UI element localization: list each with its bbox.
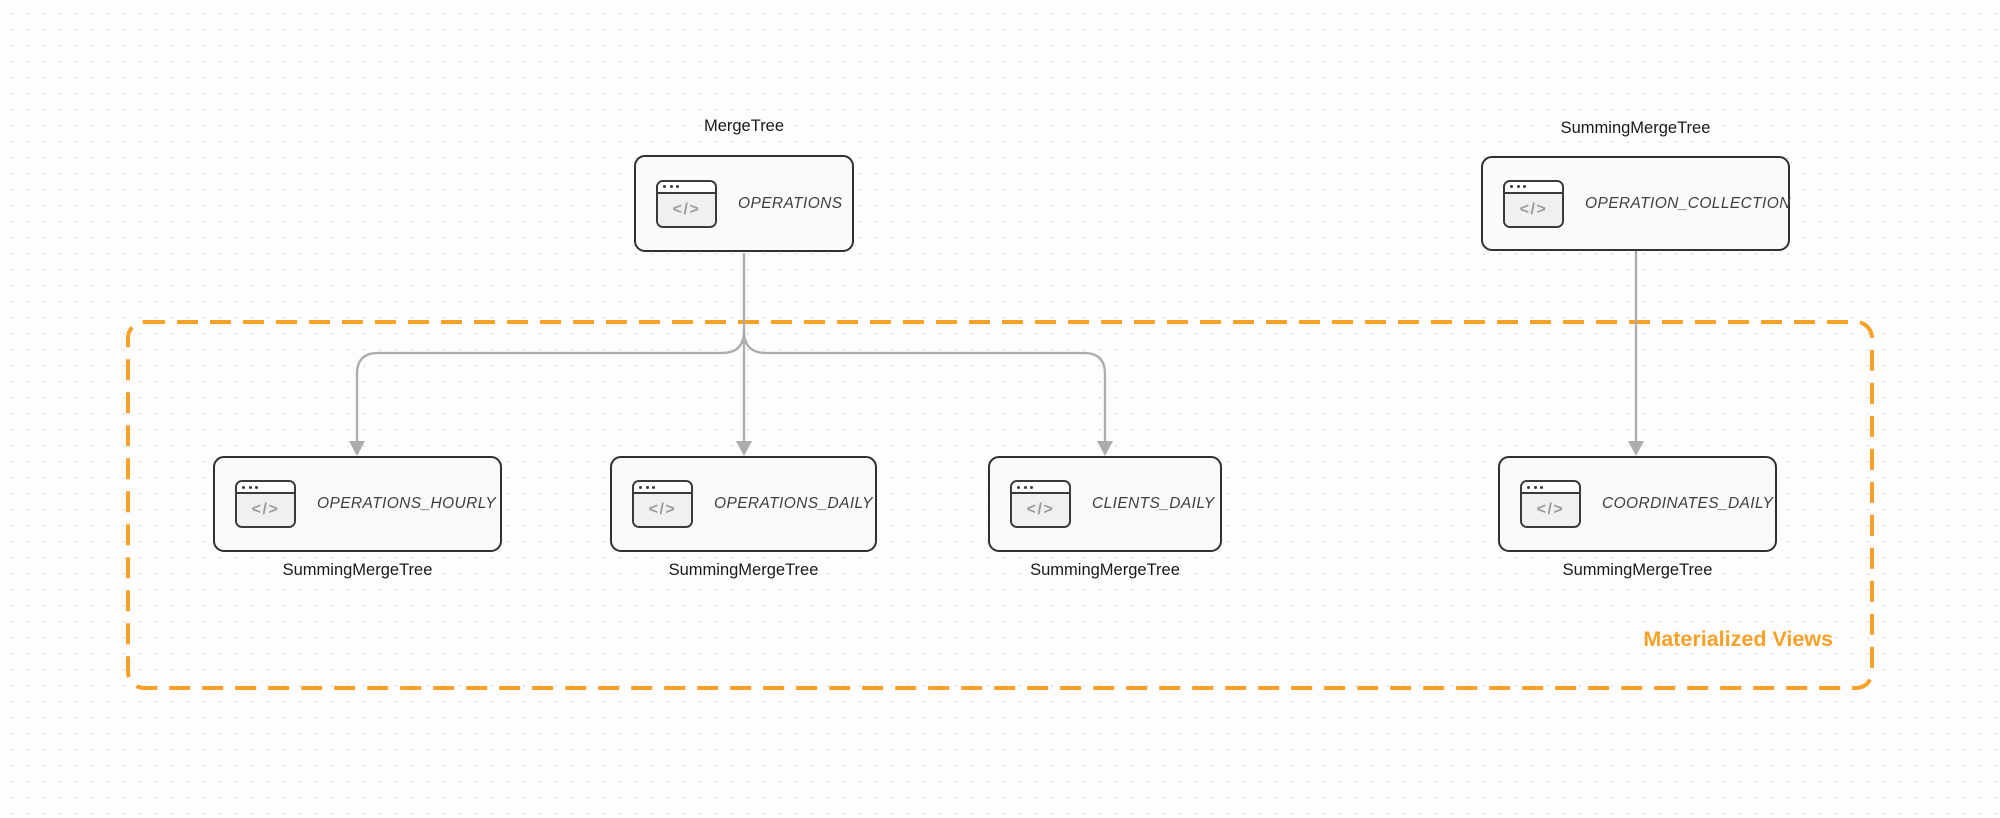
node-clients-daily[interactable]: </> CLIENTS_DAILY <box>988 456 1222 552</box>
code-glyph: </> <box>1012 494 1069 526</box>
arrowhead-operations-daily <box>736 441 752 456</box>
code-window-icon: </> <box>1520 480 1581 528</box>
edge-operations-to-clients-daily <box>742 330 1107 444</box>
window-dots <box>1012 482 1069 494</box>
window-dots <box>1505 181 1562 194</box>
code-window-icon: </> <box>656 179 717 228</box>
node-operations[interactable]: </> OPERATIONS <box>634 155 854 252</box>
node-title: CLIENTS_DAILY <box>1092 495 1215 512</box>
node-operation-collection[interactable]: </> OPERATION_COLLECTION <box>1481 156 1790 251</box>
engine-label-operations-hourly: SummingMergeTree <box>282 561 433 579</box>
arrowheads <box>349 441 1644 456</box>
code-window-icon: </> <box>632 480 693 528</box>
code-glyph: </> <box>658 193 715 226</box>
code-glyph: </> <box>634 494 691 526</box>
window-dots <box>634 482 691 494</box>
code-window-icon: </> <box>235 480 296 528</box>
node-operations-hourly[interactable]: </> OPERATIONS_HOURLY <box>213 456 502 552</box>
arrowhead-clients-daily <box>1097 441 1113 456</box>
node-title: OPERATIONS <box>738 194 843 212</box>
arrowhead-coordinates-daily <box>1628 441 1644 456</box>
engine-label-operations-daily: SummingMergeTree <box>668 561 819 579</box>
engine-label-coordinates-daily: SummingMergeTree <box>1562 561 1713 579</box>
window-dots <box>237 482 294 494</box>
code-window-icon: </> <box>1010 480 1071 528</box>
node-title: OPERATIONS_HOURLY <box>317 495 497 512</box>
materialized-views-group-frame <box>126 320 1874 690</box>
edge-lines <box>355 251 1638 444</box>
engine-label-operations: MergeTree <box>703 117 785 135</box>
materialized-views-label: Materialized Views <box>1643 627 1833 651</box>
arrowhead-operations-hourly <box>349 441 365 456</box>
node-operations-daily[interactable]: </> OPERATIONS_DAILY <box>610 456 877 552</box>
engine-label-clients-daily: SummingMergeTree <box>1030 561 1180 579</box>
engine-label-operation-collection: SummingMergeTree <box>1560 119 1711 137</box>
node-title: COORDINATES_DAILY <box>1602 495 1774 512</box>
code-glyph: </> <box>1522 494 1579 526</box>
window-dots <box>658 181 715 194</box>
node-title: OPERATION_COLLECTION <box>1585 194 1791 212</box>
window-dots <box>1522 482 1579 494</box>
code-glyph: </> <box>237 494 294 526</box>
code-glyph: </> <box>1505 193 1562 226</box>
edge-operations-to-operations-hourly <box>355 330 746 444</box>
node-coordinates-daily[interactable]: </> COORDINATES_DAILY <box>1498 456 1777 552</box>
code-window-icon: </> <box>1503 179 1564 228</box>
node-title: OPERATIONS_DAILY <box>714 495 873 512</box>
